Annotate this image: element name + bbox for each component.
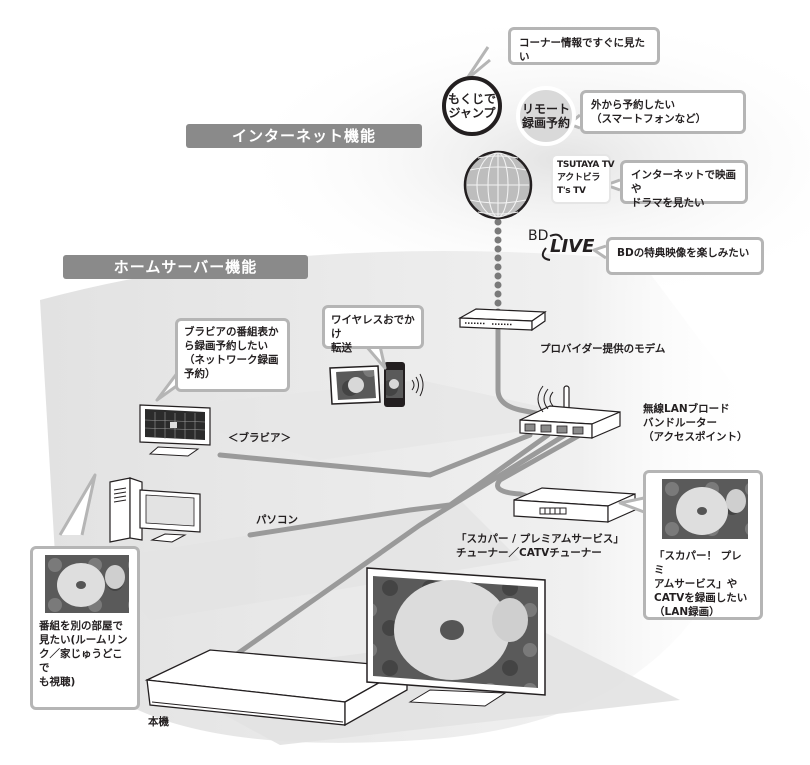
room-link-line2: 見たい(ルームリン [39, 634, 128, 646]
room-link-bubble: 番組を別の部屋で 見たい(ルームリン ク／家じゅうどこで も視聴) [30, 546, 140, 710]
wireless-transfer-line2: 転送 [331, 342, 352, 354]
bd-live-logo-bd: BD [528, 228, 549, 244]
remote-rec-line2: 録画予約 [521, 116, 570, 130]
smartphone-icon [384, 362, 424, 407]
network-rec-line4: 予約） [184, 368, 216, 380]
toc-jump-bubble: コーナー情報ですぐに見たい [508, 27, 660, 65]
bravia-tv-icon [139, 404, 211, 457]
tablet-icon [329, 365, 381, 405]
pc-label: パソコン [256, 514, 298, 526]
service-ts-tv: T's TV [557, 186, 586, 196]
tuner-label-line1: 「スカパー / プレミアムサービス」 [456, 533, 624, 545]
pc-icon [109, 477, 201, 543]
room-link-line4: も視聴) [39, 676, 76, 688]
modem-label: プロバイダー提供のモデム [540, 343, 666, 355]
router-label: 無線LANブロード バンドルーター （アクセスポイント） [643, 402, 747, 444]
lan-cables [197, 327, 583, 683]
router-icon [519, 385, 621, 439]
section-internet: インターネット機能 [186, 124, 422, 148]
tuner-label: 「スカパー / プレミアムサービス」 チューナー／CATVチューナー [456, 532, 624, 560]
remote-rec-feature: リモート録画予約 [516, 86, 576, 146]
remote-rec-bubble-line1: 外から予約したい [591, 99, 675, 111]
pc-cable [247, 432, 551, 538]
network-rec-bubble: ブラビアの番組表か ら録画予約したい （ネットワーク録画 予約） [175, 318, 290, 392]
bravia-cable [217, 432, 533, 478]
network-rec-line1: ブラビアの番組表か [184, 326, 279, 338]
lan-rec-line1: 「スカパー！ プレミ [654, 550, 742, 576]
wireless-waves-icon [411, 373, 424, 397]
router-label-line1: 無線LANブロード [643, 403, 730, 415]
main-unit-label: 本機 [148, 716, 169, 728]
router-label-line3: （アクセスポイント） [643, 431, 748, 443]
lan-rec-line3: CATVを録画したい [654, 592, 748, 604]
bd-live-bubble: BDの特典映像を楽しみたい [606, 237, 764, 275]
toc-jump-bubble-text: コーナー情報ですぐに見たい [519, 37, 645, 63]
section-home-server: ホームサーバー機能 [63, 255, 308, 279]
bravia-label: ＜ブラビア＞ [228, 432, 291, 444]
service-tsutaya: TSUTAYA TV [557, 160, 615, 170]
toc-jump-line1: もくじで [447, 92, 496, 106]
service-actvila: アクトビラ [557, 173, 601, 183]
room-link-photo [45, 555, 129, 613]
wifi-waves-icon [537, 385, 554, 413]
toc-jump-feature: もくじでジャンプ [442, 76, 502, 136]
router-label-line2: バンドルーター [643, 417, 718, 429]
video-services-bubble-line2: ドラマを見たい [631, 197, 705, 209]
lan-rec-photo [662, 479, 748, 539]
lan-rec-bubble: 「スカパー！ プレミ アムサービス」や CATVを録画したい （LAN録画） [643, 470, 763, 620]
internet-dotted-line [494, 218, 502, 316]
tuner-cable [495, 432, 583, 503]
room-link-line1: 番組を別の部屋で [39, 620, 123, 632]
bd-live-logo: BD LIVE [528, 228, 598, 262]
bd-live-logo-live: LIVE [550, 236, 595, 257]
bd-live-swoosh-icon [541, 233, 563, 261]
video-services-bubble-line1: インターネットで映画や [631, 169, 736, 195]
toc-jump-line2: ジャンプ [448, 106, 496, 120]
main-unit-cable [197, 432, 568, 683]
tuner-label-line2: チューナー／CATVチューナー [456, 547, 602, 559]
room-link-line3: ク／家じゅうどこで [39, 648, 123, 674]
tv-icon [366, 567, 546, 707]
bd-live-bubble-text: BDの特典映像を楽しみたい [617, 247, 750, 259]
wireless-transfer-bubble: ワイヤレスおでかけ 転送 [322, 305, 424, 354]
remote-rec-bubble-line2: （スマートフォンなど） [591, 113, 707, 125]
lan-rec-line2: アムサービス」や [654, 578, 738, 590]
lan-rec-line4: （LAN録画） [654, 606, 720, 618]
bravia-floor-shadow [140, 380, 600, 460]
network-rec-line3: （ネットワーク録画 [184, 354, 279, 366]
globe-icon [463, 150, 533, 220]
remote-rec-bubble: 外から予約したい （スマートフォンなど） [580, 90, 746, 134]
remote-rec-line1: リモート [521, 102, 570, 116]
wireless-transfer-line1: ワイヤレスおでかけ [331, 314, 415, 340]
modem-router-cable [495, 327, 548, 418]
video-services-bubble: インターネットで映画や ドラマを見たい [620, 160, 748, 209]
network-rec-line2: ら録画予約したい [184, 340, 268, 352]
video-services-box: TSUTAYA TV アクトビラ T's TV [553, 156, 615, 202]
tuner-icon [513, 487, 636, 523]
modem-icon [457, 308, 547, 332]
